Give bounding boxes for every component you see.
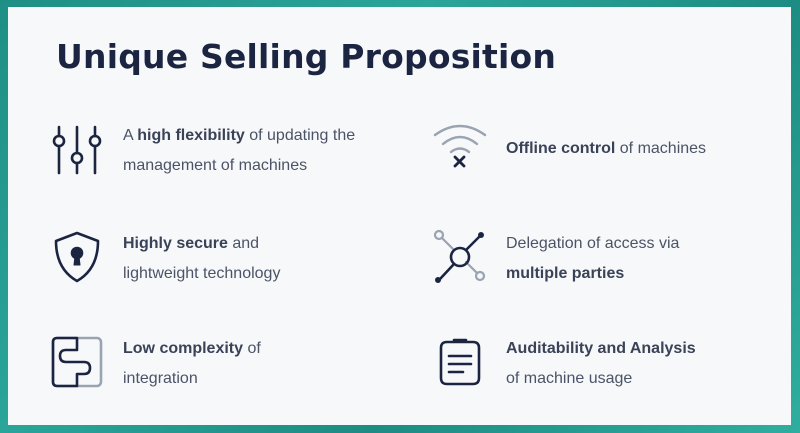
usp-card: Unique Selling Proposition A high flexib… [8, 7, 791, 425]
text-line2: integration [123, 370, 198, 387]
sliders-icon [50, 121, 104, 177]
feature-text: Auditability and Analysis of machine usa… [506, 334, 776, 394]
text-bold: Highly secure [123, 235, 228, 252]
feature-text: Highly secure and lightweight technology [123, 229, 393, 289]
clipboard-notes-icon [433, 334, 487, 390]
text-bold: Auditability and Analysis [506, 340, 696, 357]
text-pre: A [123, 127, 138, 144]
feature-text: A high flexibility of updating the manag… [123, 121, 393, 181]
text-post: of [243, 340, 261, 357]
text-line1: Delegation of access via [506, 235, 680, 252]
shield-lock-icon [50, 229, 104, 285]
text-bold: high flexibility [137, 127, 245, 144]
puzzle-integration-icon [50, 334, 104, 390]
page-title: Unique Selling Proposition [56, 37, 557, 76]
text-bold: Offline control [506, 140, 616, 157]
feature-text: Delegation of access via multiple partie… [506, 229, 776, 289]
text-line2: lightweight technology [123, 265, 281, 282]
text-bold: multiple parties [506, 265, 625, 282]
network-node-icon [433, 229, 487, 285]
text-post: of updating the [244, 127, 356, 144]
text-post: of machines [615, 140, 707, 157]
feature-text: Low complexity of integration [123, 334, 393, 394]
text-post: and [227, 235, 260, 252]
text-line2: of machine usage [506, 370, 633, 387]
wifi-off-icon [433, 121, 487, 177]
text-bold: Low complexity [123, 340, 244, 357]
text-line2: management of machines [123, 157, 308, 174]
feature-text: Offline control of machines [506, 134, 776, 164]
